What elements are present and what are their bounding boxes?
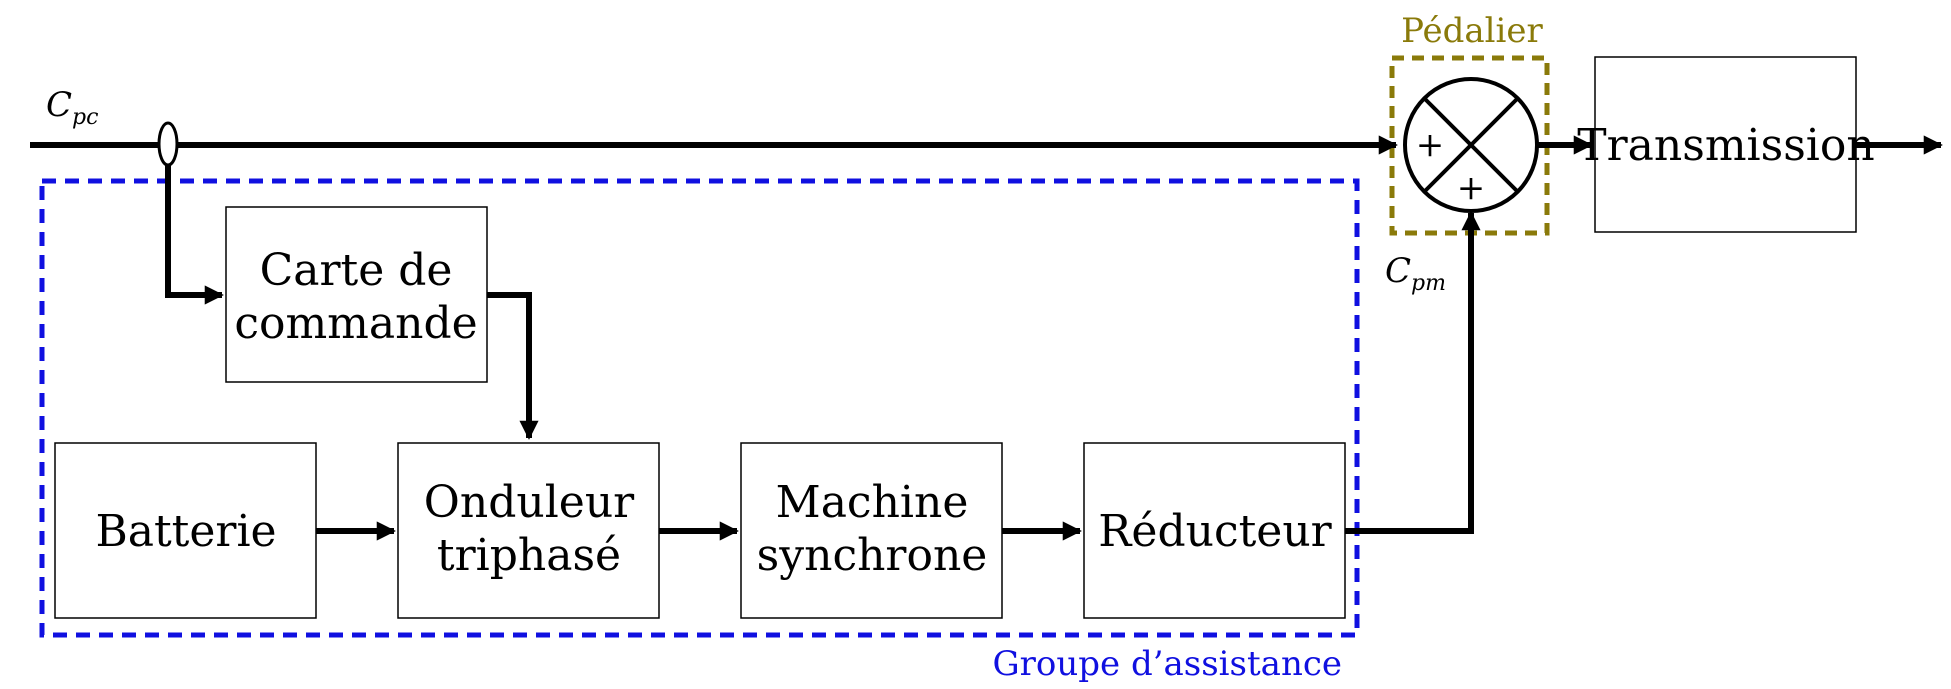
carte-to-onduleur-wire [487, 292, 539, 440]
reducteur-to-sum-wire [1345, 211, 1481, 534]
sensor-to-carte-wire [165, 165, 224, 305]
assistance-group-label: Groupe d’assistance [992, 644, 1342, 684]
cpc-label: Cpc [46, 85, 98, 130]
carte-line1: Carte de [260, 245, 453, 296]
onduleur-line2: triphasé [437, 530, 621, 581]
reducteur-block: Réducteur [1083, 442, 1346, 619]
onduleur-line1: Onduleur [424, 477, 635, 528]
sum-sign-left: + [1416, 125, 1445, 165]
machine-line1: Machine [776, 477, 969, 528]
cpm-label: Cpm [1385, 251, 1446, 296]
machine-block: Machine synchrone [740, 442, 1003, 619]
machine-line2: synchrone [757, 530, 988, 581]
transmission-label: Transmission [1577, 120, 1874, 171]
batterie-block: Batterie [54, 442, 317, 619]
pedalier-label: Pédalier [1401, 11, 1543, 51]
carte-de-commande-block: Carte de commande [225, 206, 488, 383]
batterie-label: Batterie [95, 506, 276, 557]
carte-line2: commande [234, 298, 477, 349]
transmission-block: Transmission [1577, 56, 1875, 233]
assistance-group-frame [39, 178, 1360, 638]
pickoff-sensor [157, 121, 179, 167]
sum-sign-bottom: + [1457, 168, 1486, 208]
reducteur-label: Réducteur [1098, 506, 1332, 557]
summing-junction: + + [1403, 77, 1539, 213]
onduleur-block: Onduleur triphasé [397, 442, 660, 619]
